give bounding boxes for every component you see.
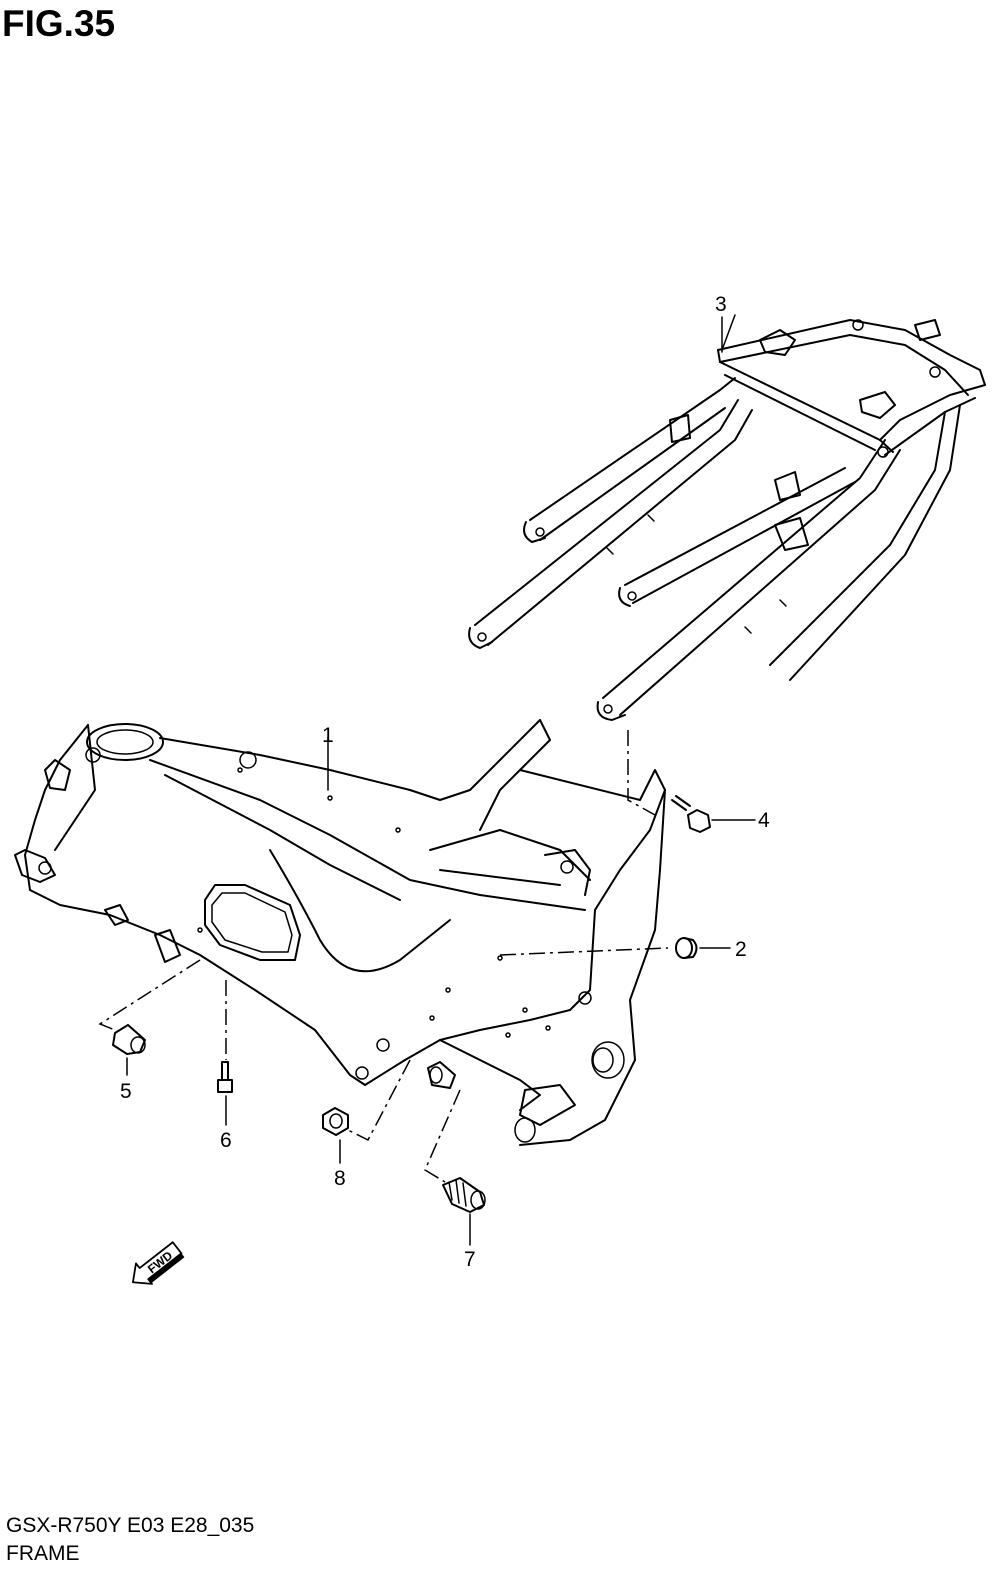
bolt-part <box>671 795 711 833</box>
part-name: FRAME <box>6 1542 80 1565</box>
leader-lines <box>98 314 756 1246</box>
main-frame-drawing <box>14 719 666 1146</box>
collar-part <box>112 1024 146 1055</box>
callout-1: 1 <box>322 724 334 747</box>
callout-6: 6 <box>220 1129 232 1152</box>
grommet-part <box>675 937 698 959</box>
callout-8: 8 <box>334 1167 346 1190</box>
forward-arrow-icon: FWD <box>132 1241 185 1285</box>
model-code: GSX-R750Y E03 E28_035 <box>6 1514 255 1537</box>
callout-2: 2 <box>735 938 747 961</box>
callout-5: 5 <box>120 1080 132 1103</box>
plug-part <box>442 1177 486 1213</box>
figure-title: FIG.35 <box>2 3 116 44</box>
callout-4: 4 <box>758 809 770 832</box>
callout-3: 3 <box>715 293 727 316</box>
stud-bolt-part <box>217 1061 233 1093</box>
callout-7: 7 <box>464 1248 476 1271</box>
nut-part <box>322 1107 349 1136</box>
seat-rail-drawing <box>468 319 986 721</box>
